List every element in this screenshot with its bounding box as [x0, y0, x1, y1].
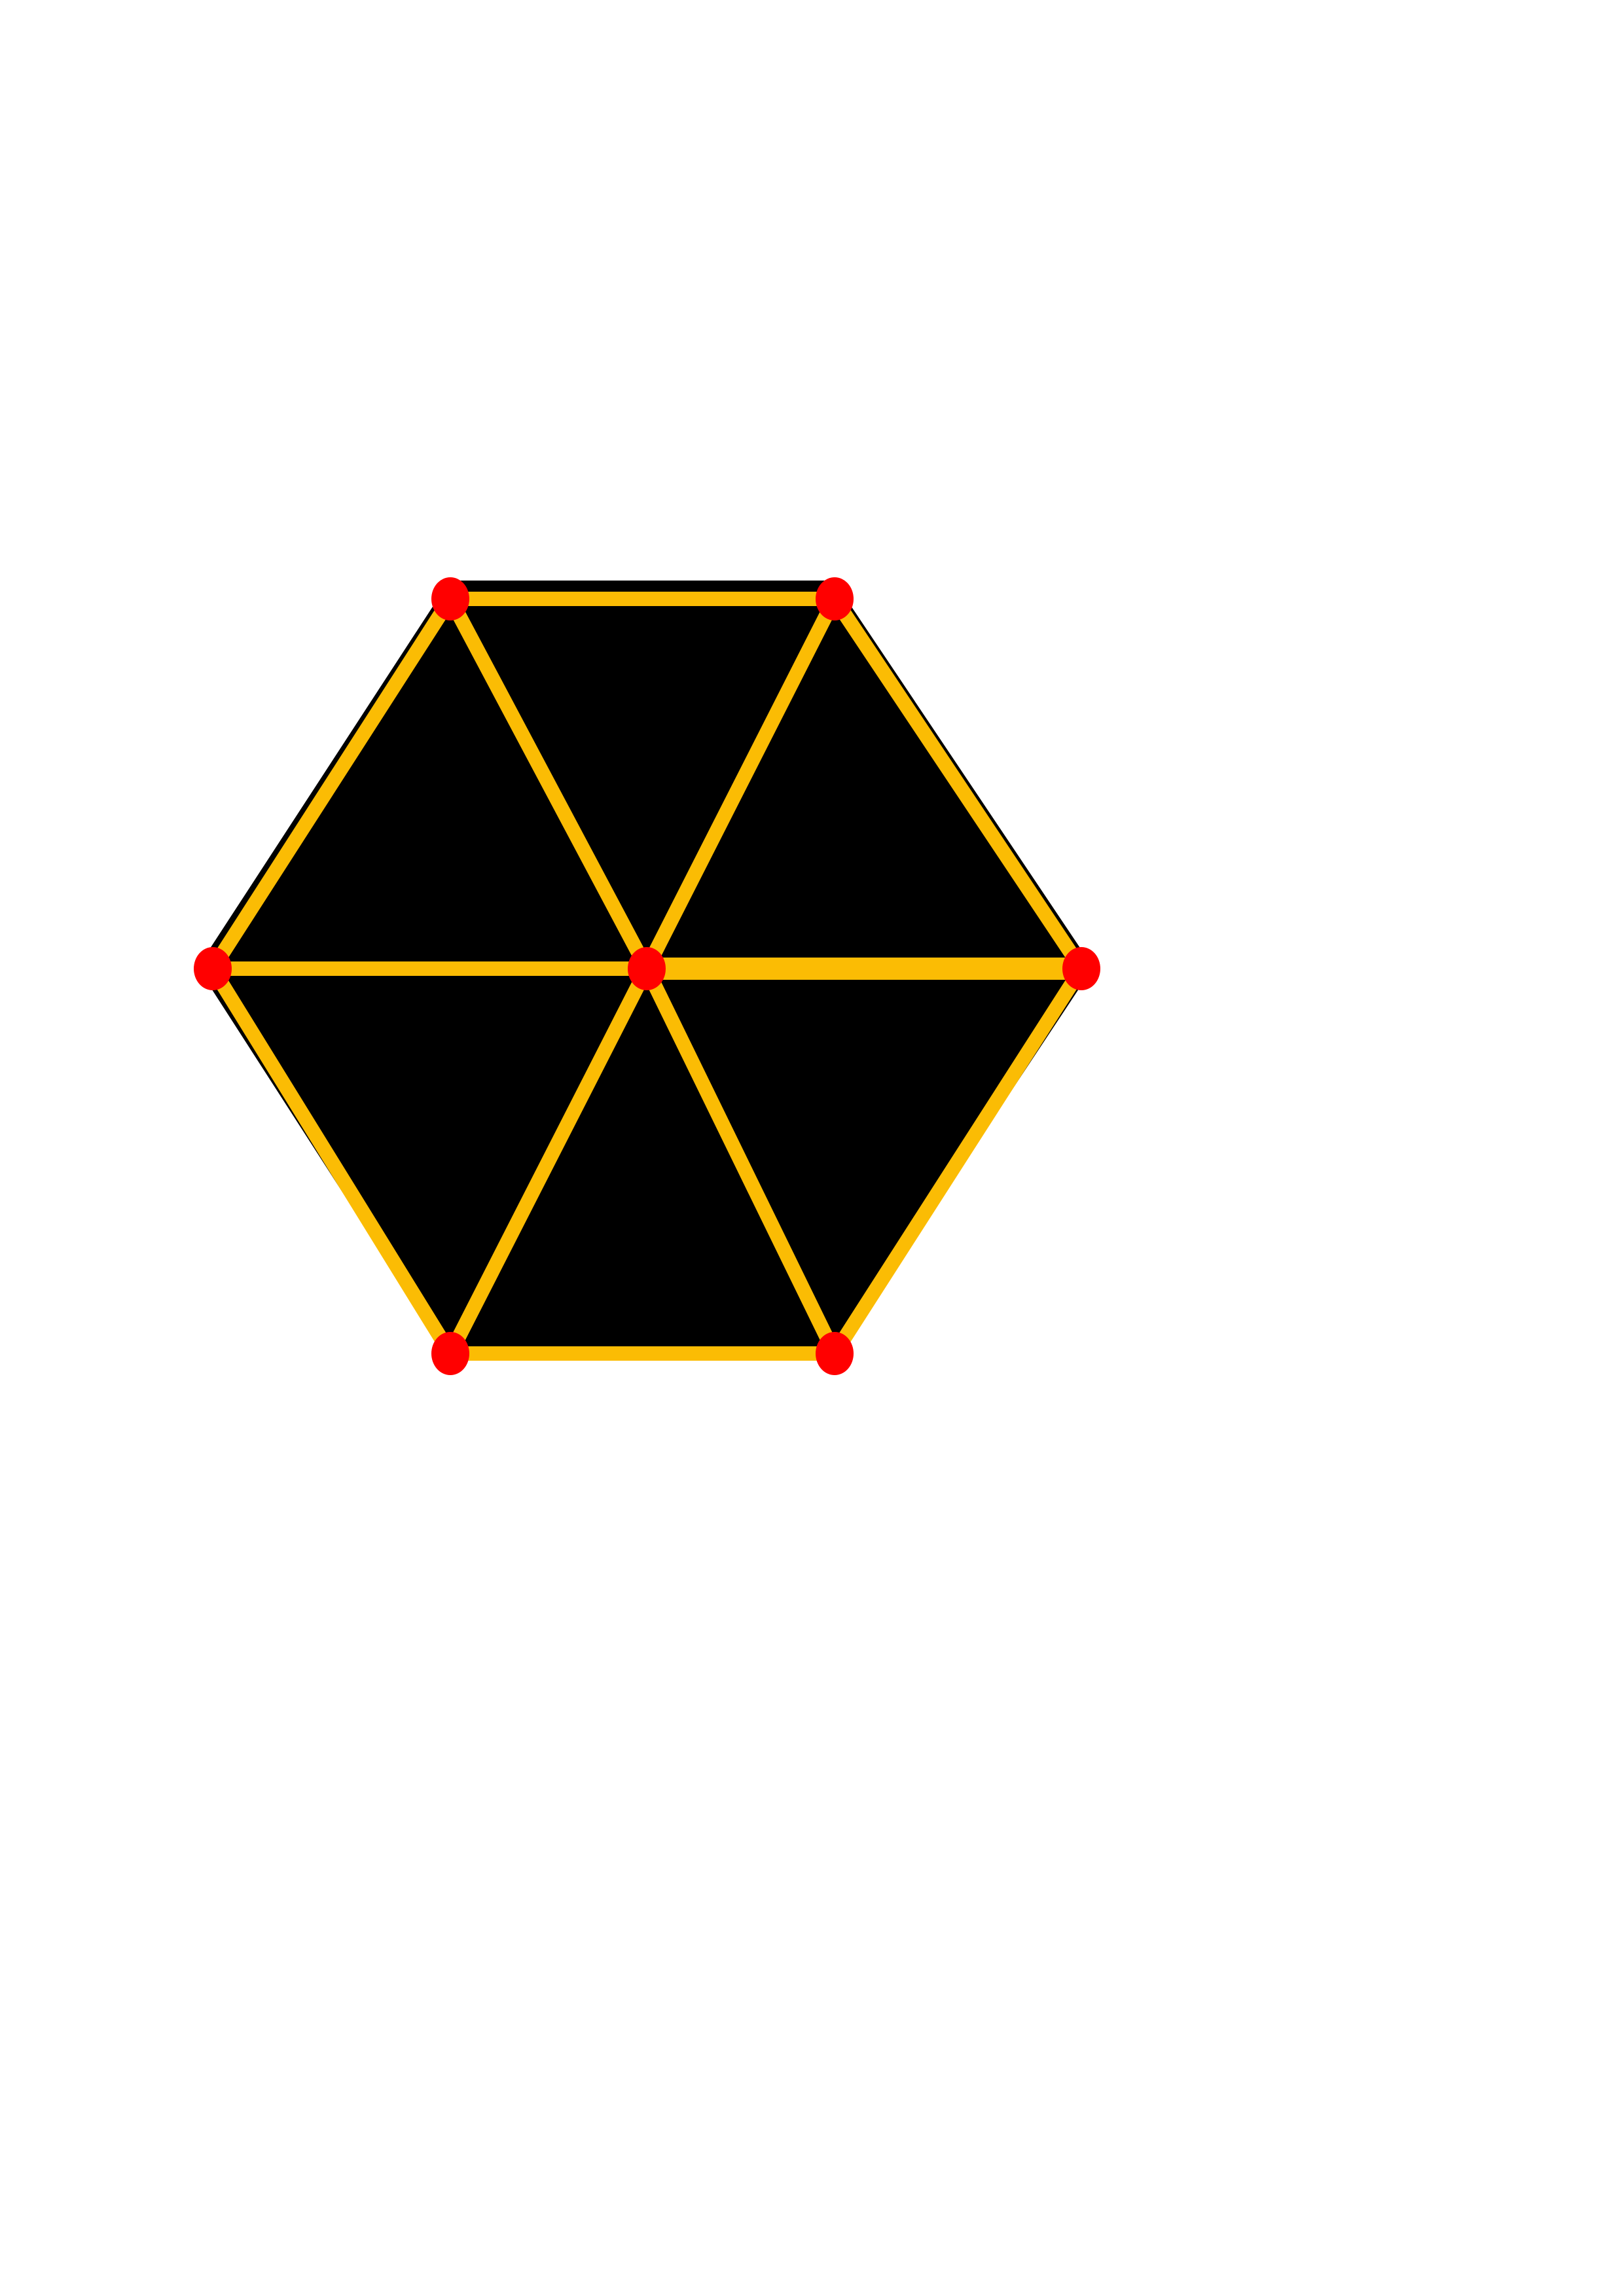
edge-top-right-to-center [640, 592, 842, 976]
edge-center-to-bottom-left [443, 961, 654, 1361]
edge-right-to-bottom-right [827, 961, 1089, 1361]
node-top-left [431, 577, 469, 620]
edge-top-left-to-center [443, 592, 654, 976]
edge-left-to-bottom-left [206, 961, 458, 1361]
node-bottom-right [816, 1332, 854, 1375]
node-bottom-left [431, 1332, 469, 1375]
node-layer [194, 577, 1100, 1375]
node-center [628, 947, 666, 990]
edge-layer [206, 592, 1092, 1361]
edge-top-right-to-right [827, 592, 1089, 976]
edge-top-left-to-left [206, 592, 458, 976]
node-right [1062, 947, 1100, 990]
node-left [194, 947, 232, 990]
node-top-right [816, 577, 854, 620]
edge-center-to-bottom-right [640, 961, 842, 1361]
